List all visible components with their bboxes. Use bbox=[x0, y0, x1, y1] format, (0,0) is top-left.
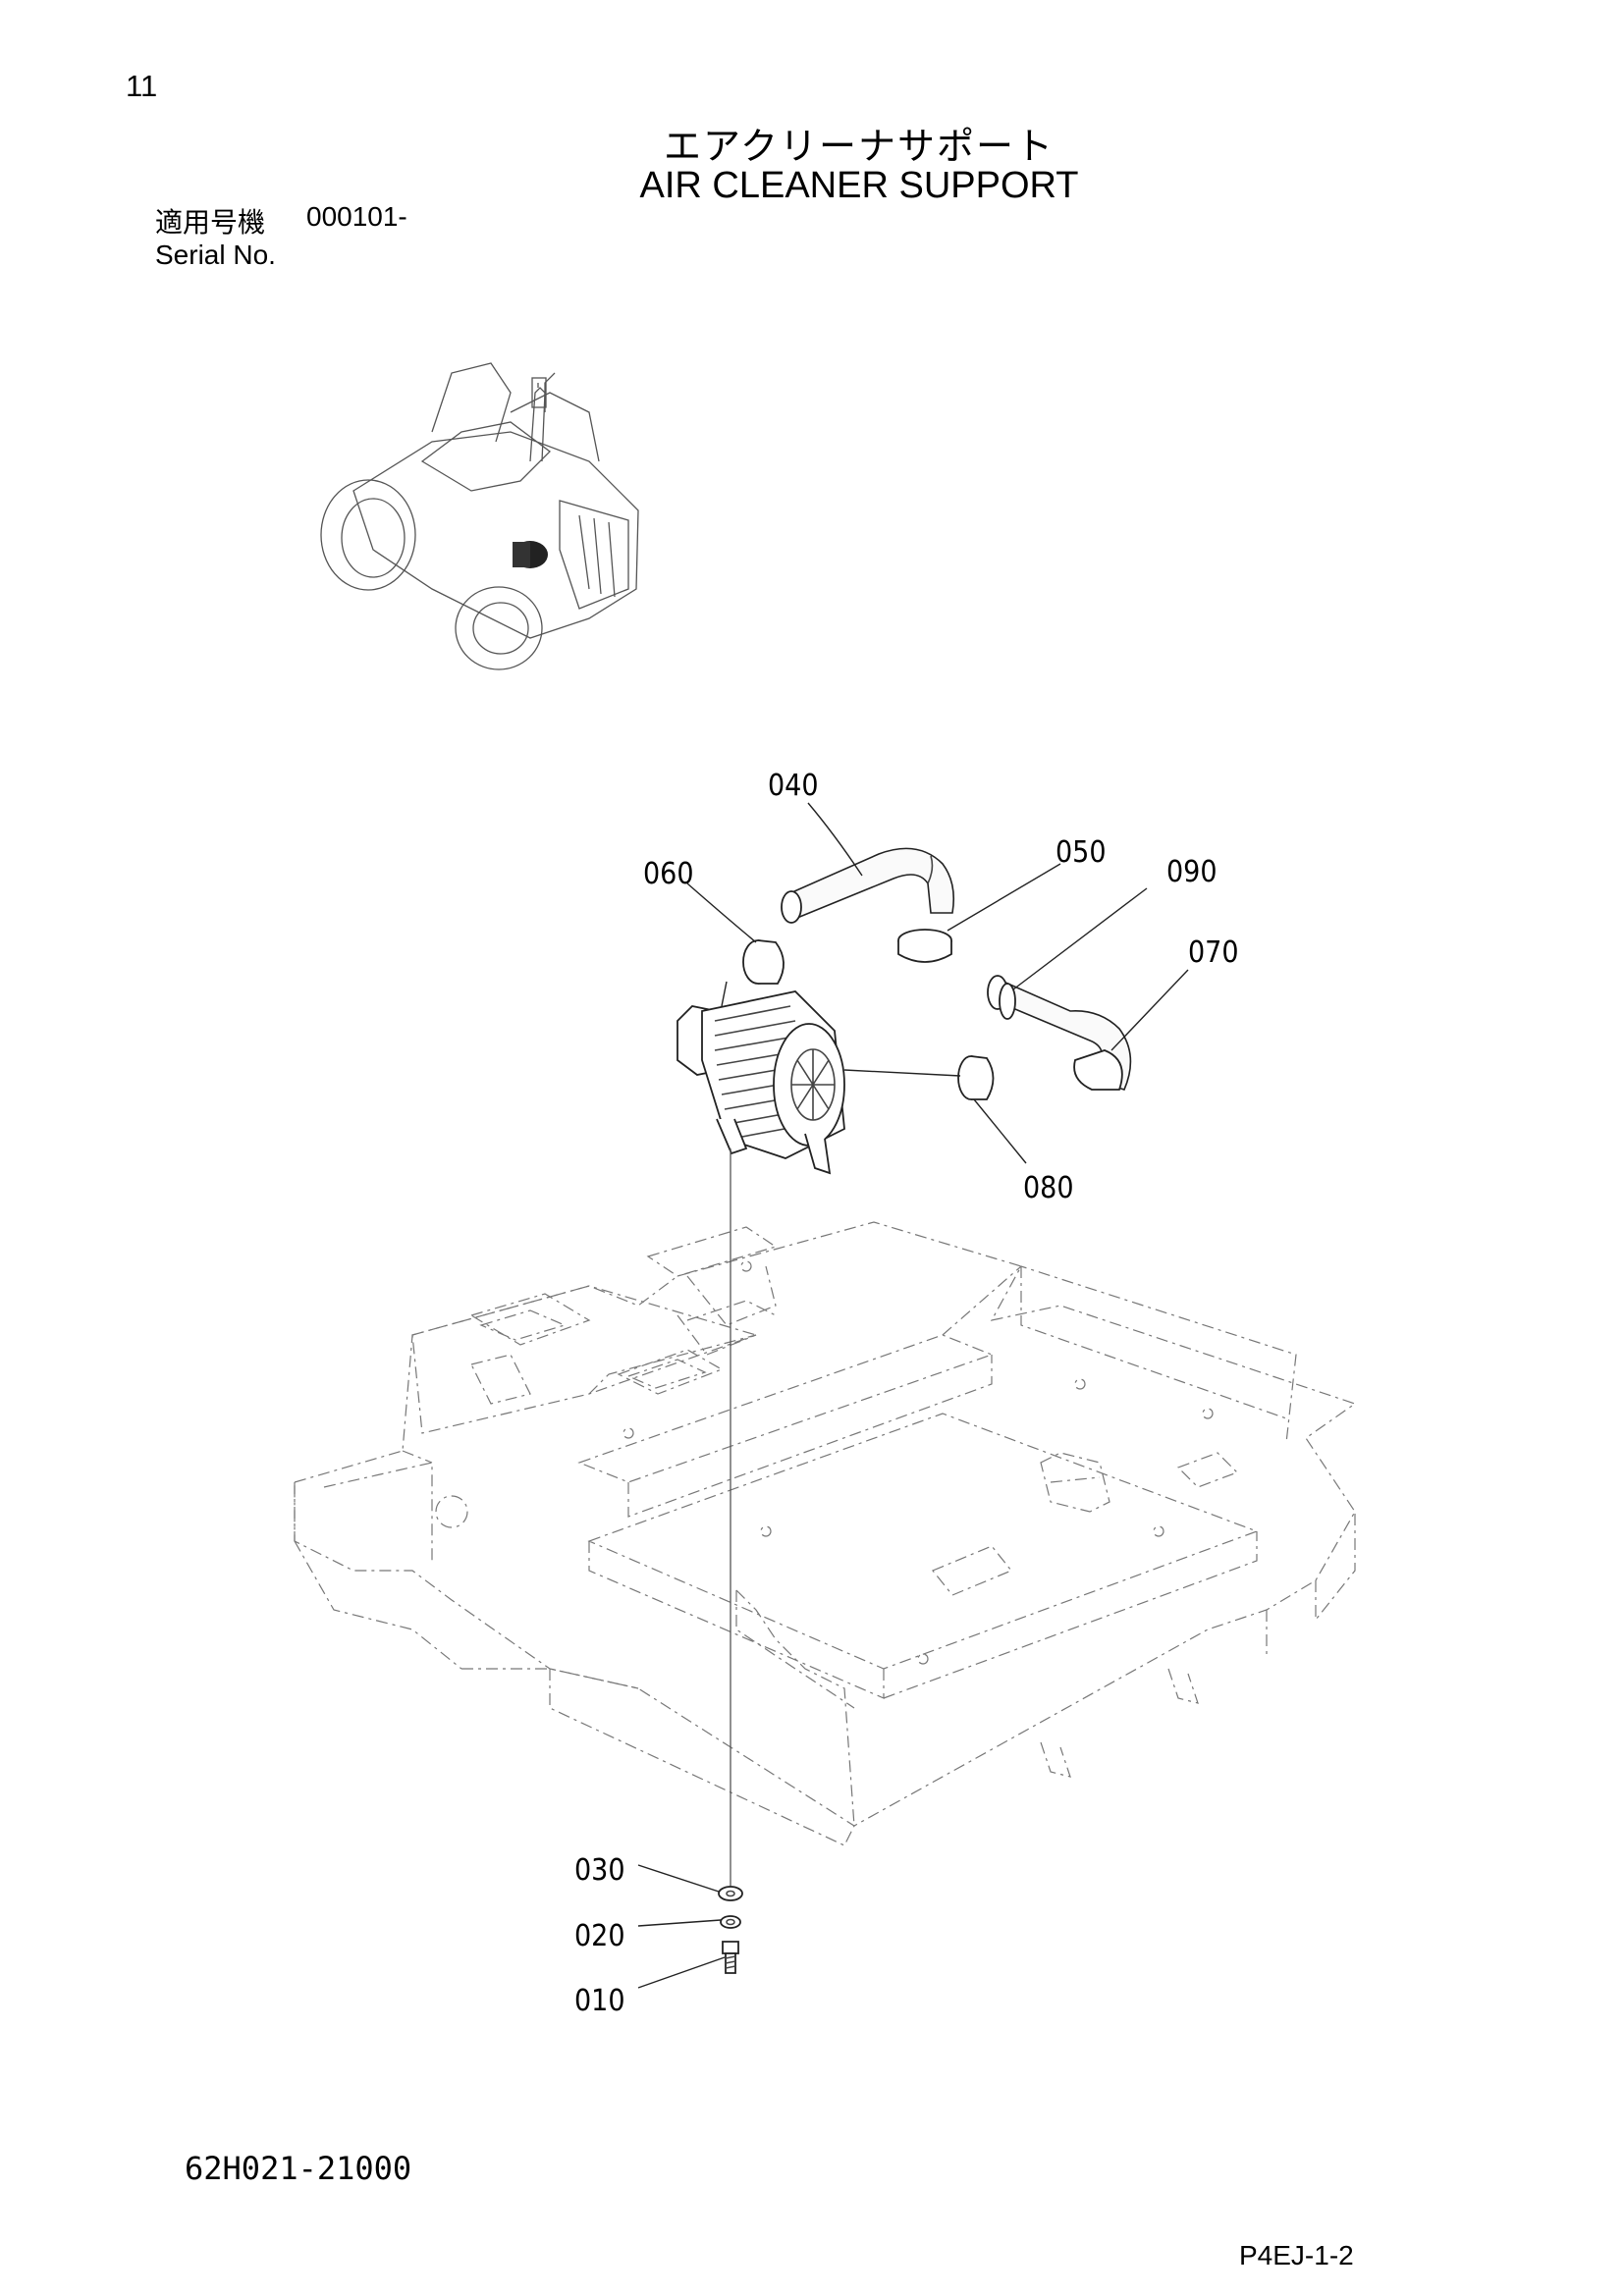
serial-label-japanese: 適用号機 bbox=[155, 206, 266, 239]
clamp-090 bbox=[999, 983, 1016, 1020]
serial-range: 000101- bbox=[306, 201, 407, 232]
serial-label-english: Serial No. bbox=[155, 240, 276, 270]
hose-070 bbox=[987, 975, 1132, 1091]
callout-080: 080 bbox=[1023, 1171, 1074, 1205]
page-title-english: AIR CLEANER SUPPORT bbox=[639, 165, 1079, 206]
lock-washer-020 bbox=[720, 1915, 741, 1929]
callout-010: 010 bbox=[574, 1984, 625, 2018]
page-number: 11 bbox=[126, 69, 158, 103]
callout-040: 040 bbox=[768, 769, 819, 803]
callout-020: 020 bbox=[574, 1919, 625, 1953]
machine-overview-icon bbox=[320, 362, 639, 670]
clamp-080 bbox=[957, 1055, 995, 1100]
washer-030 bbox=[718, 1886, 743, 1901]
hose-040 bbox=[781, 847, 955, 924]
callout-030: 030 bbox=[574, 1853, 625, 1888]
page-code: P4EJ-1-2 bbox=[1239, 2240, 1354, 2270]
frame-assembly bbox=[294, 1221, 1357, 1846]
page-title-japanese: エアクリーナサポート bbox=[663, 127, 1056, 168]
cap-050 bbox=[897, 929, 952, 963]
bolt-010 bbox=[722, 1941, 739, 1974]
callout-050: 050 bbox=[1056, 835, 1107, 870]
drawing-number: 62H021-21000 bbox=[185, 2150, 412, 2187]
leader-lines bbox=[637, 802, 1189, 1989]
callout-060: 060 bbox=[643, 857, 694, 891]
callout-090: 090 bbox=[1166, 855, 1218, 889]
callout-070: 070 bbox=[1188, 935, 1239, 970]
air-cleaner bbox=[677, 990, 845, 1175]
clamp-060 bbox=[742, 939, 785, 985]
